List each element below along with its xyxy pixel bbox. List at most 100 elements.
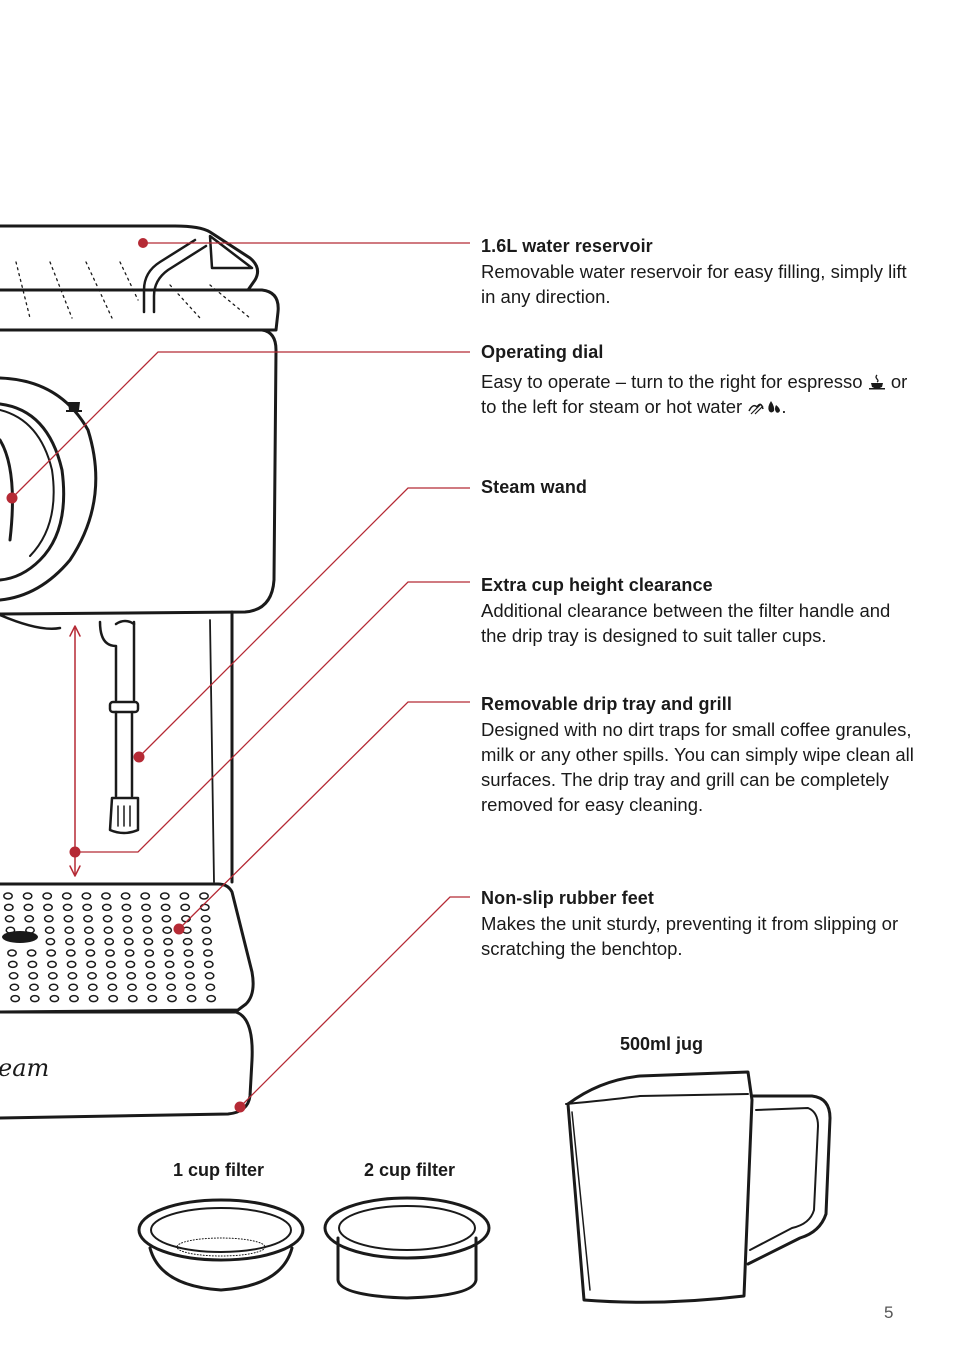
tray-hole [105,949,115,957]
tray-hole [123,926,133,934]
tray-hole [123,937,134,946]
tray-hole [145,972,156,980]
feature-description: Easy to operate – turn to the right for … [481,371,908,417]
tray-hole [146,983,157,991]
tray-hole [87,983,98,991]
callout-line-steam-wand [138,487,470,758]
tray-hole [83,926,94,934]
tray-hole [127,983,137,991]
callout-line-feet [239,896,470,1108]
tray-hole [7,960,18,969]
tray-hole [29,983,39,991]
tray-hole [205,983,216,991]
tray-hole [26,949,37,957]
tray-hole [24,915,35,923]
tray-hole [142,926,153,934]
tray-hole [126,972,137,980]
callout-dot-drip-tray [173,923,185,935]
tray-hole [7,949,17,957]
tray-hole [45,937,56,946]
tray-hole [108,994,119,1003]
tray-hole [163,937,173,946]
feature-operating-dial: Operating dial Easy to operate – turn to… [481,340,921,419]
tray-hole [61,892,72,900]
tray-hole [147,994,158,1003]
tray-hole [67,972,78,980]
tray-hole [10,994,21,1003]
tray-hole [47,960,57,969]
tray-hole [185,983,196,991]
page-number: 5 [884,1303,894,1322]
tray-hole [145,960,155,969]
tray-hole [63,915,74,923]
tray-hole [66,960,77,969]
tray-hole [102,915,113,923]
machine-body [0,328,278,616]
tray-hole [159,892,170,900]
callout-line-drip-tray [178,701,470,930]
tray-hole [186,994,197,1003]
feature-title: 1.6L water reservoir [481,236,653,256]
tray-hole [42,892,53,900]
steam-and-water-icon [748,401,781,415]
tray-hole [125,960,136,969]
feature-description: Removable water reservoir for easy filli… [481,261,907,307]
tray-hole [167,994,177,1003]
tray-hole [101,892,111,900]
tray-hole [65,949,76,957]
tray-hole [202,937,213,946]
tray-hole [122,915,133,923]
tray-hole [106,972,117,980]
tray-hole [88,994,99,1003]
tray-hole [25,926,35,934]
tray-hole [164,960,175,969]
one-cup-filter-illustration [137,1198,305,1292]
tray-hole [141,915,152,923]
tray-hole [49,994,60,1003]
tray-hole [144,949,155,957]
tray-hole [47,972,58,980]
tray-hole [206,994,217,1003]
tray-hole [203,960,214,969]
reservoir-lid [0,224,260,292]
tray-hole [8,972,19,980]
tray-hole [5,926,16,934]
tray-hole [183,949,194,957]
tray-hole [64,926,75,934]
drip-tray [0,882,255,1014]
tray-hole [65,937,75,946]
tray-hole [127,994,138,1003]
feature-title: Removable drip tray and grill [481,694,732,714]
callout-dot-dial [6,492,18,504]
tray-hole [143,937,154,946]
callout-dot-reservoir [138,238,148,248]
tray-hole [200,915,211,923]
tray-hole [29,994,40,1003]
tray-hole [81,892,92,900]
tray-hole [101,903,112,912]
two-cup-filter-label: 2 cup filter [364,1160,456,1180]
tray-hole [69,994,79,1003]
callout-dot-clearance [69,846,81,858]
tray-hole [68,983,79,991]
callout-line-dial [11,351,470,499]
tray-hole [163,949,174,957]
feature-description: Designed with no dirt traps for small co… [481,719,914,815]
tray-hole [124,949,135,957]
feature-title: Non-slip rubber feet [481,888,655,908]
tray-hole [182,937,193,946]
feature-title: Operating dial [481,342,604,362]
feature-drip-tray: Removable drip tray and grill Designed w… [481,692,921,817]
tray-hole [83,915,93,923]
tray-hole [203,949,213,957]
tray-hole [120,892,131,900]
tray-hole [104,937,115,946]
tray-hole [161,915,172,923]
feature-steam-wand: Steam wand [481,475,921,500]
feature-cup-clearance: Extra cup height clearance Additional cl… [481,573,921,648]
tray-hole [179,892,190,900]
tray-hole [162,926,173,934]
jug-label: 500ml jug [620,1034,704,1054]
tray-hole [140,892,151,900]
